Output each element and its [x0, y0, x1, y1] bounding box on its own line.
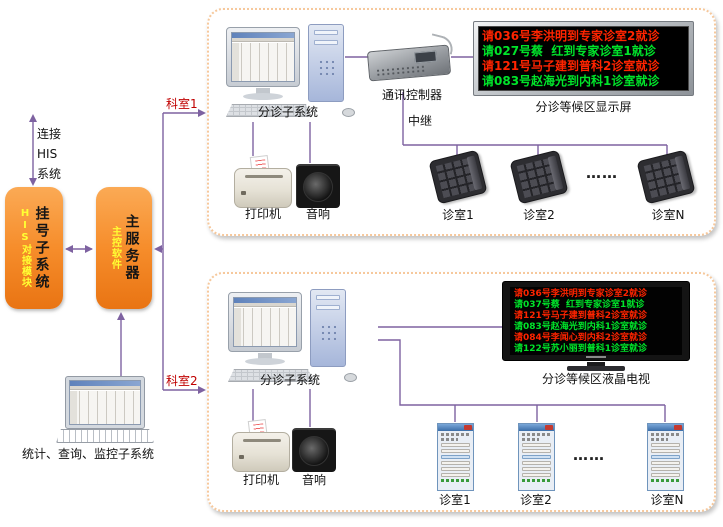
led-display-label: 分诊等候区显示屏: [535, 100, 632, 114]
tv-line: 请036号李洪明到专家诊室2就诊: [514, 288, 648, 299]
triage-computer-top: [226, 24, 358, 120]
speaker-top: [296, 164, 340, 208]
printer-label-bottom: 打印机: [242, 473, 279, 487]
stats-laptop: [56, 376, 154, 446]
call-panel-window-n: [647, 423, 684, 491]
call-panel-window-1: [437, 423, 474, 491]
dept1-label: 科室1: [166, 97, 198, 111]
close-icon: [545, 425, 553, 430]
speaker-cone: [303, 172, 333, 202]
speaker-label-top: 音响: [305, 207, 330, 221]
laptop-keyboard: [56, 429, 154, 443]
tv-frame: 请036号李洪明到专家诊室2就诊 请037号蔡 红到专家诊室1就诊 请121号马…: [502, 281, 690, 361]
app-window-list: [232, 43, 294, 81]
computer-tower: [310, 289, 346, 367]
monitor-base: [243, 93, 283, 100]
led-screen: 请036号李洪明到专家诊室2就诊 请027号蔡 红到专家诊室1就诊 请121号马…: [478, 26, 689, 91]
lcd-tv: 请036号李洪明到专家诊室2就诊 请037号蔡 红到专家诊室1就诊 请121号马…: [502, 281, 690, 371]
call-panel-window-2: [518, 423, 555, 491]
monitor-base: [245, 358, 285, 365]
laptop-screen: [65, 376, 145, 429]
laptop-window-list: [70, 391, 140, 424]
ellipsis-top: ……: [586, 164, 618, 182]
stats-subsystem-label: 统计、查询、监控子系统: [21, 447, 154, 461]
printer-top: [234, 154, 292, 208]
computer-tower: [308, 24, 344, 102]
app-window-toolbar: [232, 38, 294, 42]
speaker-cone: [299, 436, 329, 466]
app-window-titlebar: [234, 298, 296, 303]
speaker-label-bottom: 音响: [301, 473, 326, 487]
registration-subsystem-box: HIS对接模块 挂号子系统: [5, 187, 63, 309]
tv-stand-base: [567, 366, 625, 371]
call-window-titlebar: [648, 424, 683, 431]
close-icon: [674, 425, 682, 430]
tv-screen: 请036号李洪明到专家诊室2就诊 请037号蔡 红到专家诊室1就诊 请121号马…: [510, 287, 682, 355]
led-display: 请036号李洪明到专家诊室2就诊 请027号蔡 红到专家诊室1就诊 请121号马…: [473, 21, 694, 96]
mouse: [342, 108, 355, 117]
printer-body: [234, 168, 292, 208]
led-line: 请036号李洪明到专家诊室2就诊: [482, 28, 660, 43]
tv-line: 请122号苏小丽到普科1诊室就诊: [514, 343, 648, 354]
call-window-titlebar: [438, 424, 473, 431]
speaker-bottom: [292, 428, 336, 472]
relay-label: 中继: [408, 114, 433, 128]
control-software-tag: 主控软件: [109, 226, 121, 270]
call-window-titlebar: [519, 424, 554, 431]
led-line: 请027号蔡 红到专家诊室1就诊: [482, 43, 656, 58]
tv-line: 请083号赵海光到内科1诊室就诊: [514, 321, 648, 332]
room1-label-top: 诊室1: [442, 208, 474, 222]
monitor: [228, 292, 302, 352]
monitor-stand: [256, 88, 270, 94]
printer-bottom: [232, 418, 290, 472]
comm-controller-label: 通讯控制器: [381, 88, 442, 102]
printer-label-top: 打印机: [244, 207, 281, 221]
triage-subsystem-label-top: 分诊子系统: [257, 105, 318, 119]
his-interface-tag: HIS对接模块: [19, 208, 31, 288]
laptop-window-toolbar: [70, 386, 140, 390]
app-window-list: [234, 308, 296, 346]
triage-computer-bottom: [228, 289, 360, 385]
lcd-tv-label: 分诊等候区液晶电视: [541, 372, 650, 386]
dept2-label: 科室2: [166, 374, 198, 388]
app-window-toolbar: [234, 303, 296, 307]
roomN-label-bottom: 诊室N: [650, 493, 684, 507]
mouse: [344, 373, 357, 382]
tv-line: 请121号马子建到普科2诊室就诊: [514, 310, 648, 321]
printer-body: [232, 432, 290, 472]
room2-label-bottom: 诊室2: [520, 493, 552, 507]
comm-controller-device: [366, 33, 456, 88]
app-window-titlebar: [232, 33, 294, 38]
room1-label-bottom: 诊室1: [439, 493, 471, 507]
main-server-box: 主控软件 主服务器: [96, 187, 152, 309]
monitor-stand: [258, 353, 272, 359]
tv-line: 请037号蔡 红到专家诊室1就诊: [514, 299, 645, 310]
room2-label-top: 诊室2: [523, 208, 555, 222]
monitor: [226, 27, 300, 87]
tv-brand-mark: [586, 356, 606, 358]
ellipsis-bottom: ……: [573, 446, 605, 464]
main-server-title: 主服务器: [123, 214, 140, 282]
close-icon: [464, 425, 472, 430]
led-line: 请083号赵海光到内科1诊室就诊: [482, 74, 660, 89]
roomN-label-top: 诊室N: [651, 208, 685, 222]
triage-subsystem-label-bottom: 分诊子系统: [259, 373, 320, 387]
led-line: 请121号马子建到普科2诊室就诊: [482, 59, 660, 74]
controller-body: [366, 44, 452, 82]
his-link-label: 连接 HIS 系统: [37, 127, 62, 181]
tv-line: 请084号李闻心到内科2诊室就诊: [514, 332, 648, 343]
registration-subsystem-title: 挂号子系统: [33, 205, 50, 291]
laptop-window-titlebar: [70, 381, 140, 386]
